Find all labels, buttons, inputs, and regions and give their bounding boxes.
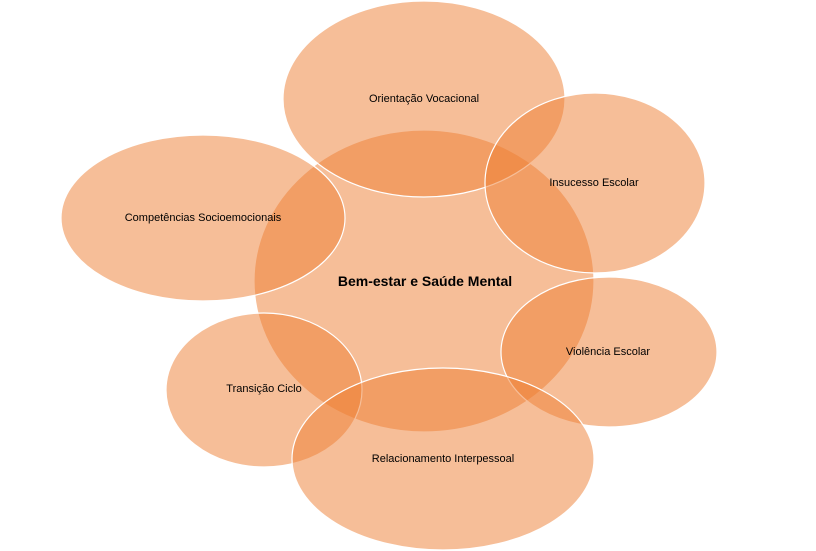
node-label-transicao: Transição Ciclo (226, 383, 302, 395)
node-label-violencia: Violência Escolar (565, 346, 651, 358)
node-ellipse-violencia (500, 276, 718, 428)
center-label: Bem-estar e Saúde Mental (337, 273, 513, 289)
node-ellipse-competencias (60, 134, 346, 302)
node-label-competencias: Competências Socioemocionais (124, 212, 282, 224)
node-label-insucesso: Insucesso Escolar (549, 177, 639, 189)
node-ellipse-relacionamento (291, 367, 595, 551)
node-label-relacionamento: Relacionamento Interpessoal (371, 453, 515, 465)
node-ellipse-insucesso (484, 92, 706, 274)
node-label-orientacao: Orientação Vocacional (368, 93, 480, 105)
